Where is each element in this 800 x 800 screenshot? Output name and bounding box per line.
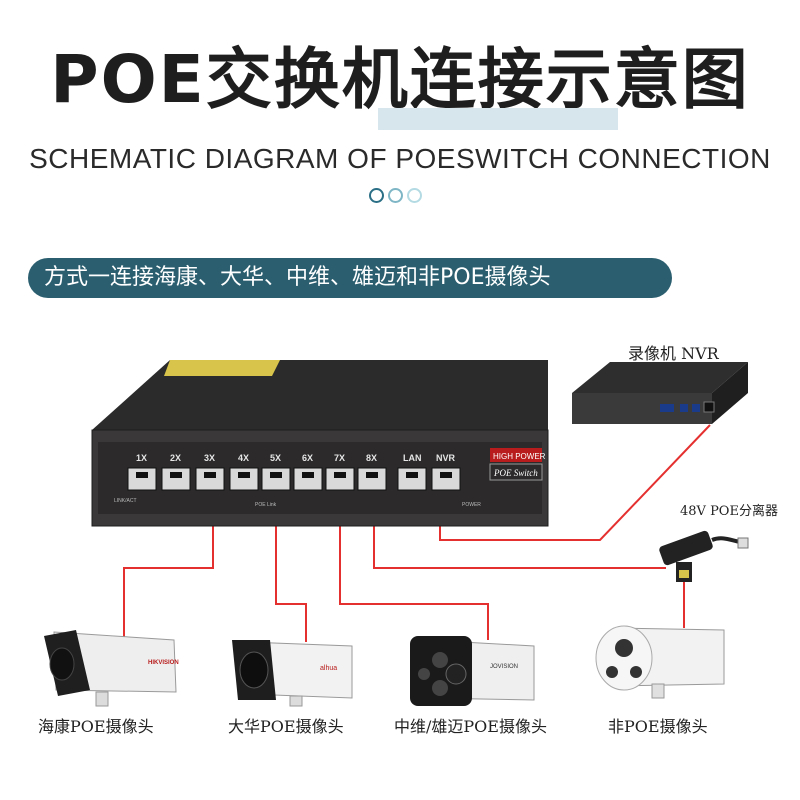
title-highlight xyxy=(378,108,618,130)
port-nvr xyxy=(431,467,461,491)
camera-3: JOVISION xyxy=(410,636,535,706)
port-label-8: 8X xyxy=(366,453,377,463)
port-1 xyxy=(127,467,157,491)
label-power: POWER xyxy=(462,502,481,508)
port-7 xyxy=(325,467,355,491)
port-label-6: 6X xyxy=(302,453,313,463)
line-port3-cam1 xyxy=(123,490,214,640)
switch-ports xyxy=(127,467,461,491)
camera-1-brand: HIKVISION xyxy=(148,660,179,666)
nvr-label: 录像机 NVR xyxy=(628,344,719,363)
camera-2-label: 大华POE摄像头 xyxy=(228,717,344,736)
splitter-label: 48V POE分离器 xyxy=(680,504,778,519)
nvr-device xyxy=(572,362,748,424)
poe-splitter xyxy=(659,530,749,582)
camera-2-brand: alhua xyxy=(320,665,337,672)
decor-dot-3 xyxy=(407,188,422,203)
line-port7-cam3 xyxy=(339,490,489,640)
decor-dot-1 xyxy=(369,188,384,203)
label-link-act: LINK/ACT xyxy=(114,498,137,504)
port-label-4: 4X xyxy=(238,453,249,463)
camera-1-label: 海康POE摄像头 xyxy=(38,717,154,736)
port-6 xyxy=(293,467,323,491)
port-8 xyxy=(357,467,387,491)
port-5 xyxy=(261,467,291,491)
port-lan xyxy=(397,467,427,491)
port-label-7: 7X xyxy=(334,453,345,463)
port-label-2: 2X xyxy=(170,453,181,463)
page-subtitle: SCHEMATIC DIAGRAM OF POESWITCH CONNECTIO… xyxy=(29,143,771,174)
port-latches xyxy=(136,472,452,478)
badge-poe-switch: POE Switch xyxy=(493,468,538,478)
method-banner: 方式一连接海康、大华、中维、雄迈和非POE摄像头 xyxy=(28,258,672,298)
label-poe-link: POE Link xyxy=(255,502,277,508)
camera-2: alhua xyxy=(232,640,353,707)
camera-4-label: 非POE摄像头 xyxy=(608,717,708,736)
badge-high-power: HIGH POWER xyxy=(493,452,546,461)
port-label-lan: LAN xyxy=(403,453,422,463)
page-title: POE交换机连接示意图 xyxy=(50,41,750,118)
port-label-1: 1X xyxy=(136,453,147,463)
port-label-5: 5X xyxy=(270,453,281,463)
port-label-nvr: NVR xyxy=(436,453,456,463)
port-2 xyxy=(161,467,191,491)
decor-dot-2 xyxy=(388,188,403,203)
port-3 xyxy=(195,467,225,491)
line-port5-cam2 xyxy=(275,490,307,642)
camera-3-brand: JOVISION xyxy=(490,664,518,670)
camera-4 xyxy=(595,625,725,699)
camera-1: HIKVISION xyxy=(44,630,179,707)
camera-3-label: 中维/雄迈POE摄像头 xyxy=(394,717,547,736)
port-4 xyxy=(229,467,259,491)
port-label-3: 3X xyxy=(204,453,215,463)
